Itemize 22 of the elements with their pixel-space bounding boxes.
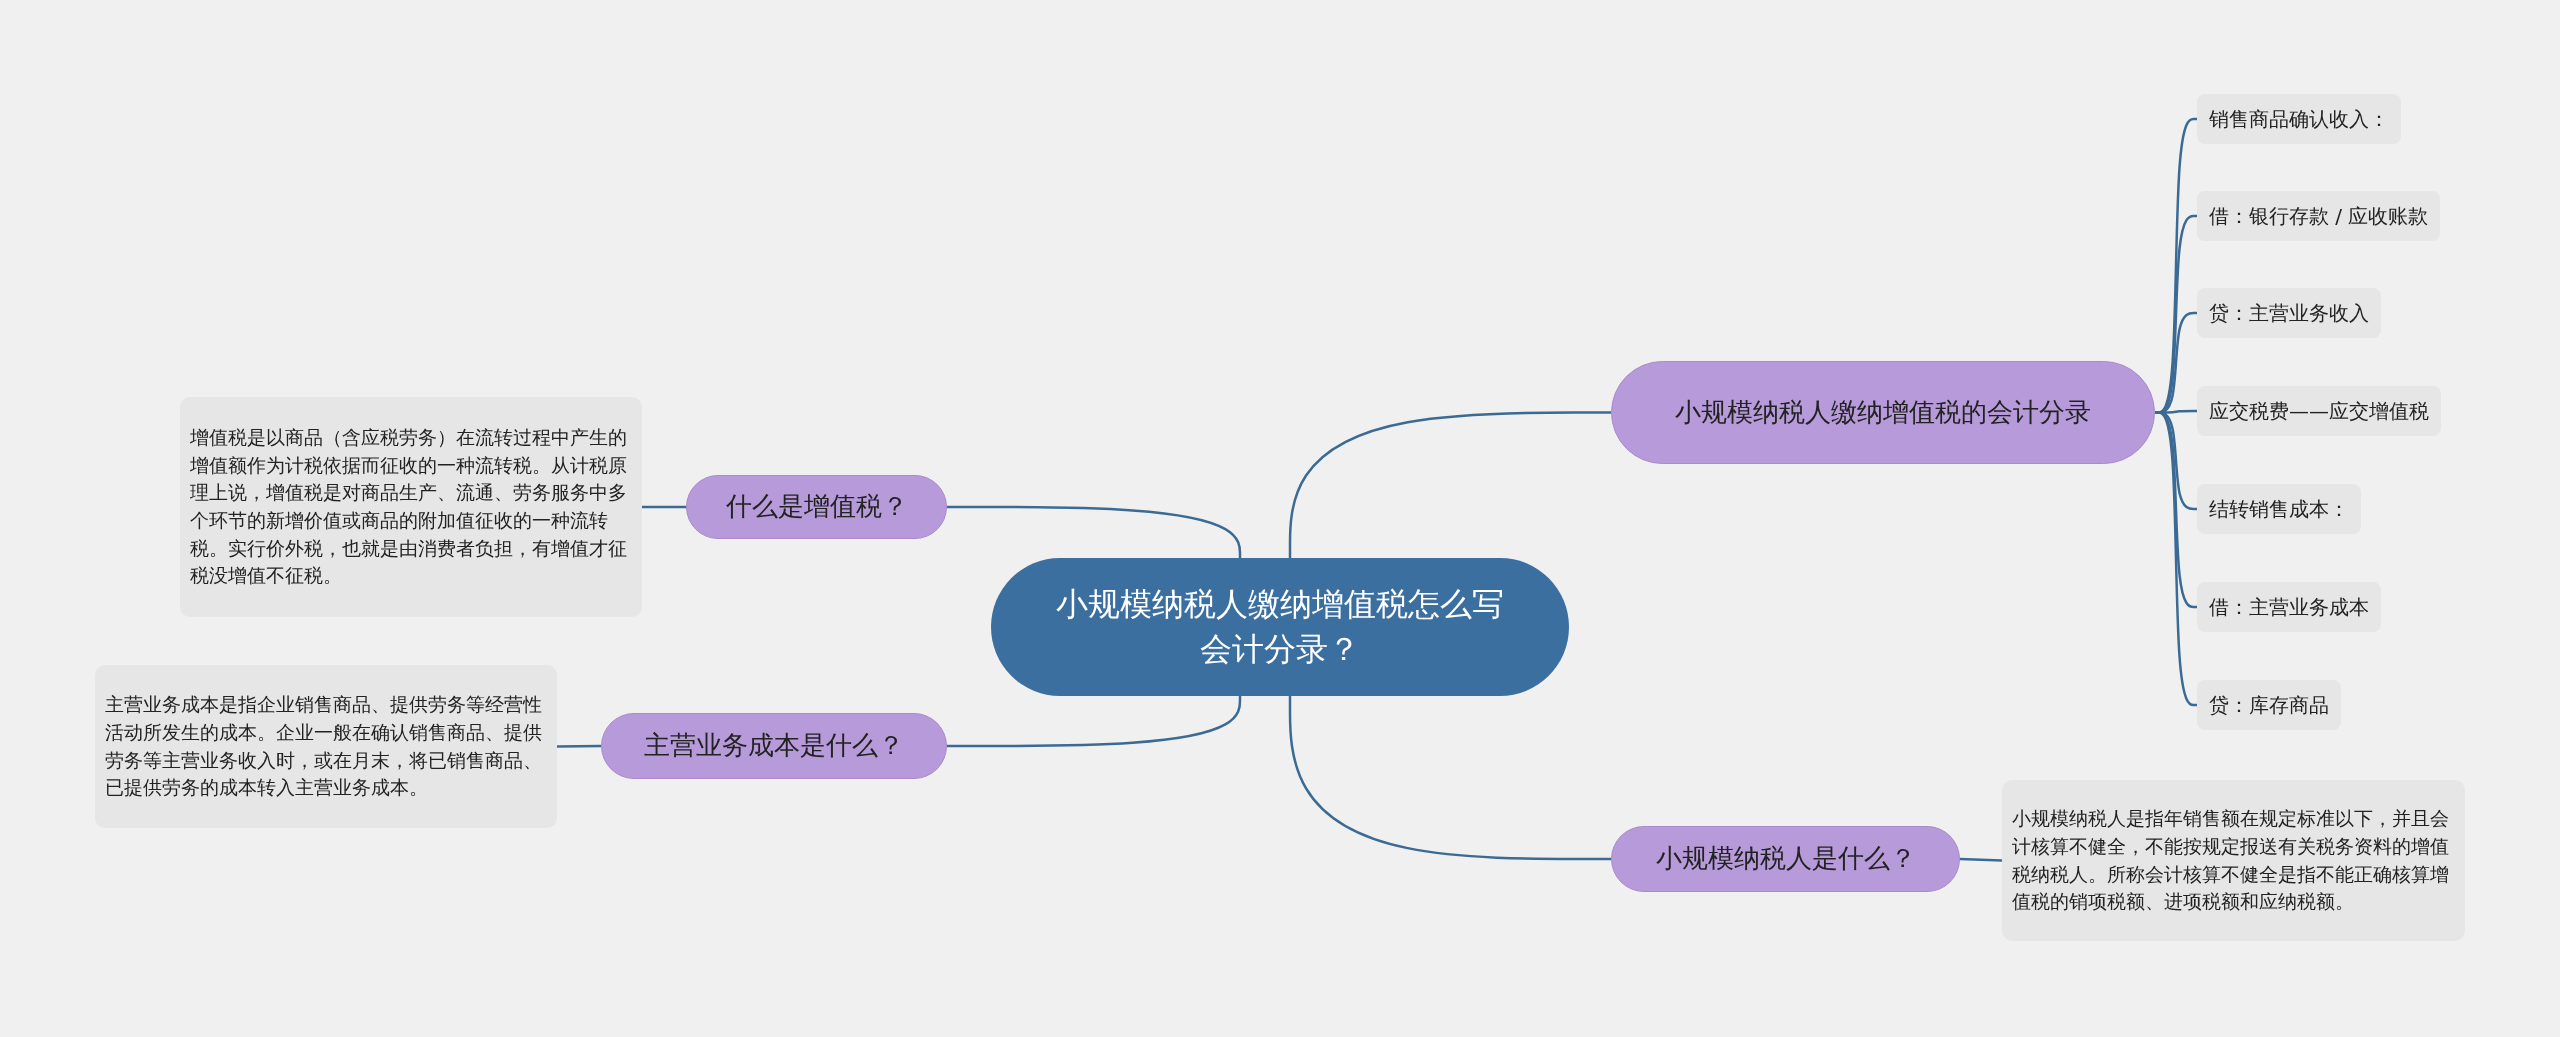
leaf-item: 贷：主营业务收入	[2197, 288, 2381, 338]
topic-pill: 什么是增值税？	[686, 475, 947, 539]
connector-line	[642, 505, 686, 509]
topic-pill: 主营业务成本是什么？	[601, 713, 947, 779]
note-card: 增值税是以商品（含应税劳务）在流转过程中产生的增值额作为计税依据而征收的一种流转税。从计税原理上说，增值税是对商品生产、流通、劳务服务中多个环节的新增价值或商品的附加值征收的一种流转税。实行价外税，也就是由消费者负担，有增值才征税没增值不征税。	[180, 397, 642, 617]
leaf-item: 应交税费——应交增值税	[2197, 386, 2441, 436]
connector-line	[557, 744, 601, 748]
leaf-item: 结转销售成本：	[2197, 484, 2361, 534]
note-card: 小规模纳税人是指年销售额在规定标准以下，并且会计核算不健全，不能按规定报送有关税务资料的增值税纳税人。所称会计核算不健全是指不能正确核算增值税的销项税额、进项税额和应纳税额。	[2002, 780, 2465, 941]
leaf-item: 借：主营业务成本	[2197, 582, 2381, 632]
leaf-item: 借：银行存款 / 应收账款	[2197, 191, 2441, 241]
connector-line	[947, 505, 1242, 558]
leaf-item: 贷：库存商品	[2197, 680, 2341, 730]
connector-line	[1959, 857, 2003, 862]
note-card: 主营业务成本是指企业销售商品、提供劳务等经营性活动所发生的成本。企业一般在确认销售商品、提供劳务等主营业务收入时，或在月末，将已销售商品、已提供劳务的成本转入主营业务成本。	[95, 665, 557, 828]
topic-pill: 小规模纳税人缴纳增值税的会计分录	[1611, 361, 2155, 464]
central-topic: 小规模纳税人缴纳增值税怎么写会计分录？	[991, 558, 1569, 696]
connector-line	[1288, 411, 1611, 558]
connector-line	[947, 696, 1242, 748]
connector-line	[1288, 696, 1611, 861]
topic-pill: 小规模纳税人是什么？	[1611, 826, 1960, 892]
leaf-item: 销售商品确认收入：	[2197, 94, 2401, 144]
